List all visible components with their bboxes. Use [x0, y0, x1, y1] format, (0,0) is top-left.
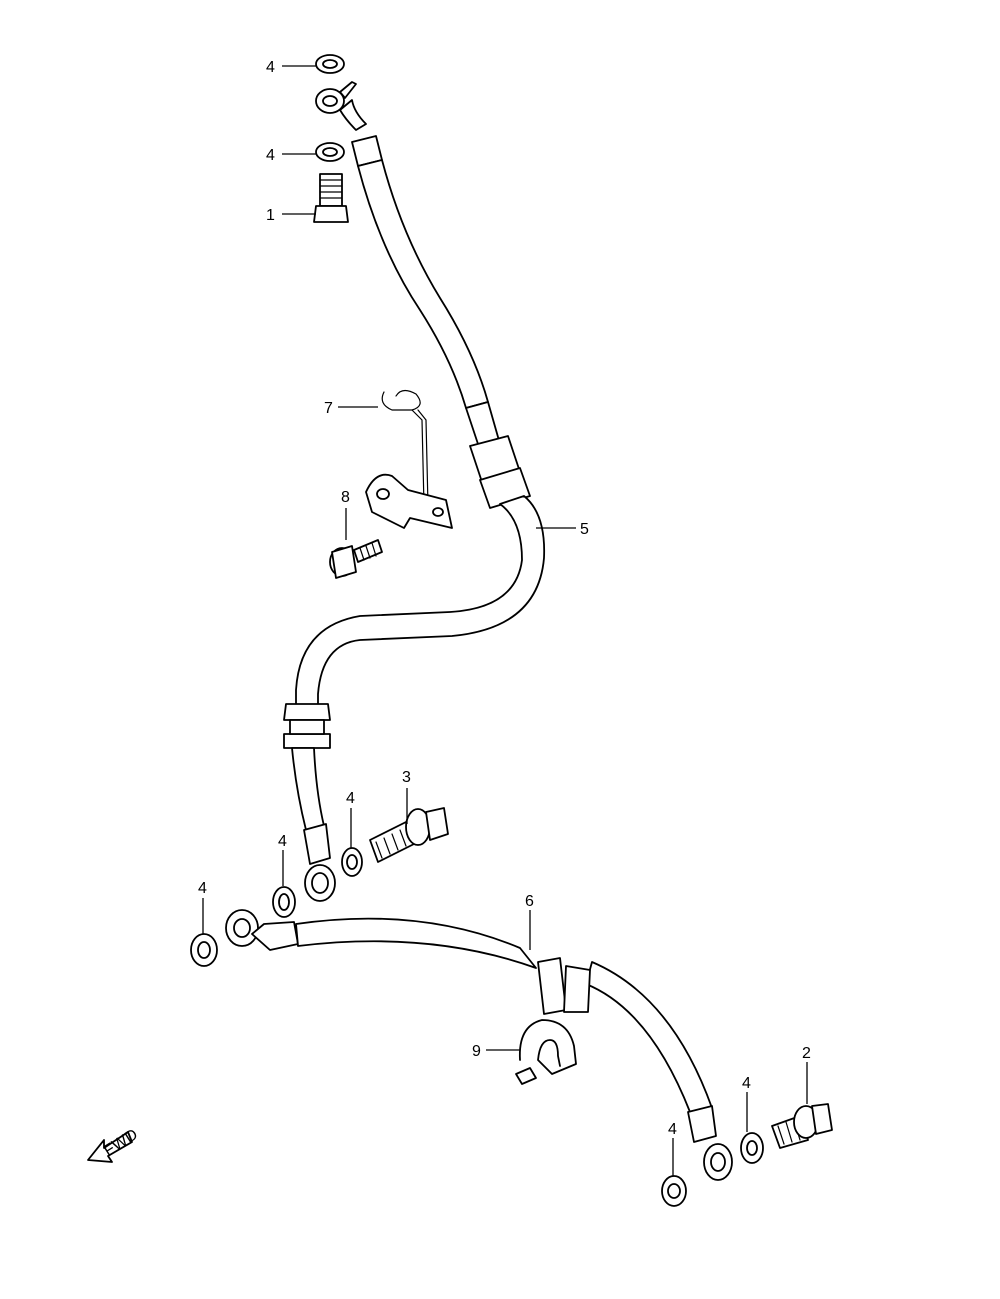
- lower-ferrule: [303, 823, 331, 865]
- callout-4: 4: [278, 833, 287, 850]
- bolt-8: [329, 539, 383, 579]
- washer-bolt-3: [341, 847, 363, 877]
- washer-left-banjo: [272, 886, 296, 918]
- union-bolt-2: [771, 1103, 833, 1149]
- washer-upper-second: [315, 142, 345, 162]
- callout-leaders: [202, 65, 808, 1176]
- hose-bottom-segment: [291, 747, 325, 831]
- lower-banjo-fitting: [304, 864, 336, 902]
- fwd-text: FWD: [101, 1126, 141, 1160]
- callout-4: 4: [198, 880, 207, 897]
- callout-4: 4: [346, 790, 355, 807]
- callout-7: 7: [324, 400, 333, 417]
- lower-grommet: [283, 703, 331, 749]
- hose-bracket: [365, 473, 453, 529]
- washer-top: [315, 54, 345, 74]
- clamp-9: [515, 1019, 577, 1085]
- hose-upper-segment: [357, 159, 489, 409]
- callout-labels: 4 4 1 7 8 5 3 4 4 4 6 9 2 4 4: [198, 59, 811, 1138]
- callout-4: 4: [266, 59, 275, 76]
- union-bolt-3: [369, 807, 449, 863]
- clamp-spring-7: [381, 389, 429, 507]
- callout-4: 4: [266, 147, 275, 164]
- left-banjo-fitting: [225, 909, 259, 947]
- hose-grommet: [469, 435, 531, 509]
- callout-3: 3: [402, 769, 411, 786]
- upper-banjo-fitting: [315, 81, 367, 131]
- washer-bottom: [661, 1175, 687, 1207]
- washer-bolt-2: [740, 1132, 764, 1164]
- callout-4: 4: [668, 1121, 677, 1138]
- hose-lower-segment: [295, 495, 546, 707]
- callout-1: 1: [266, 207, 275, 224]
- callout-2: 2: [802, 1045, 811, 1062]
- washer-far-left: [190, 933, 218, 967]
- callout-9: 9: [472, 1043, 481, 1060]
- brake-hose-6: [225, 909, 733, 1181]
- callout-5: 5: [580, 521, 589, 538]
- callout-6: 6: [525, 893, 534, 910]
- right-banjo-fitting: [703, 1143, 733, 1181]
- brake-hose-5: [283, 81, 546, 902]
- union-bolt-1: [313, 173, 349, 223]
- callout-4: 4: [742, 1075, 751, 1092]
- callout-8: 8: [341, 489, 350, 506]
- fwd-arrow-icon: FWD: [87, 1126, 141, 1163]
